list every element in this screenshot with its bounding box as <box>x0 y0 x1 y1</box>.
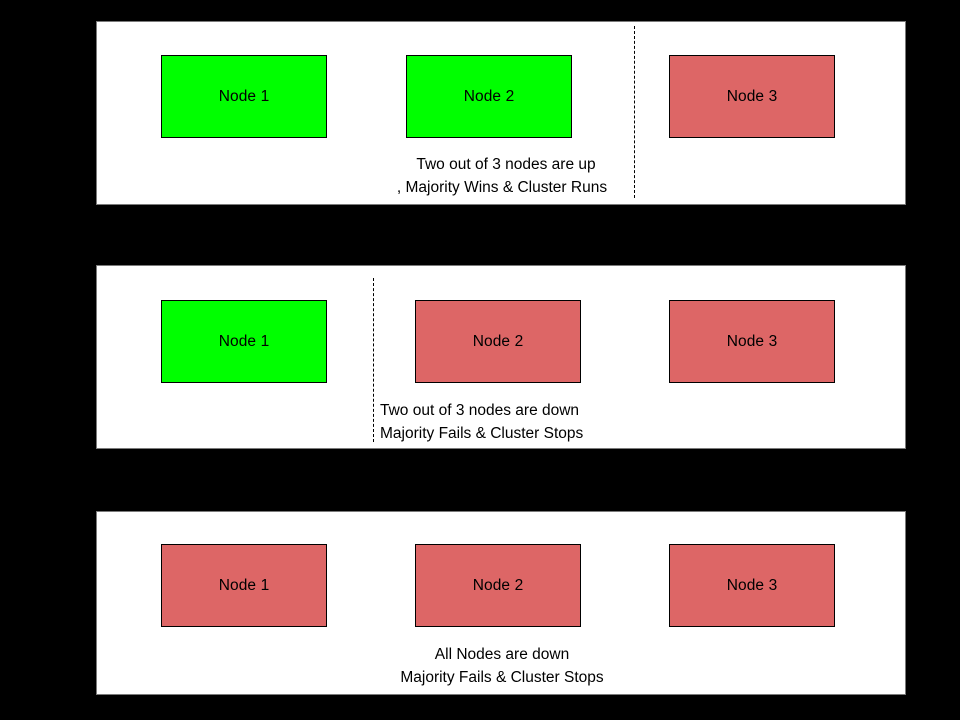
partition-divider-line <box>373 278 374 442</box>
node-box-2[interactable]: Node 2 <box>406 55 572 138</box>
node-label: Node 2 <box>472 332 524 350</box>
panel-caption: Two out of 3 nodes are up , Majority Win… <box>97 153 907 199</box>
panel-caption: Two out of 3 nodes are down Majority Fai… <box>380 399 583 445</box>
node-box-1[interactable]: Node 1 <box>161 544 327 627</box>
node-box-2[interactable]: Node 2 <box>415 544 581 627</box>
caption-line-1: Two out of 3 nodes are up <box>416 156 596 173</box>
scenario-panel-two-down: Node 1 Node 2 Node 3 Two out of 3 nodes … <box>96 265 906 449</box>
caption-line-2: Majority Fails & Cluster Stops <box>400 669 604 686</box>
node-label: Node 1 <box>218 87 270 105</box>
node-box-3[interactable]: Node 3 <box>669 544 835 627</box>
partition-divider-line <box>634 26 635 198</box>
caption-line-2: Majority Fails & Cluster Stops <box>380 425 584 442</box>
caption-line-1: Two out of 3 nodes are down <box>380 402 580 419</box>
node-label: Node 1 <box>218 576 270 594</box>
caption-line-2: , Majority Wins & Cluster Runs <box>396 179 608 196</box>
node-box-3[interactable]: Node 3 <box>669 300 835 383</box>
node-box-1[interactable]: Node 1 <box>161 300 327 383</box>
node-label: Node 2 <box>463 87 515 105</box>
scenario-panel-two-up: Node 1 Node 2 Node 3 Two out of 3 nodes … <box>96 21 906 205</box>
node-label: Node 2 <box>472 576 524 594</box>
node-label: Node 3 <box>726 332 778 350</box>
caption-line-1: All Nodes are down <box>434 646 570 663</box>
node-box-3[interactable]: Node 3 <box>669 55 835 138</box>
panel-caption: All Nodes are down Majority Fails & Clus… <box>97 643 907 689</box>
node-label: Node 3 <box>726 87 778 105</box>
node-label: Node 1 <box>218 332 270 350</box>
node-box-2[interactable]: Node 2 <box>415 300 581 383</box>
node-box-1[interactable]: Node 1 <box>161 55 327 138</box>
node-label: Node 3 <box>726 576 778 594</box>
scenario-panel-all-down: Node 1 Node 2 Node 3 All Nodes are down … <box>96 511 906 695</box>
